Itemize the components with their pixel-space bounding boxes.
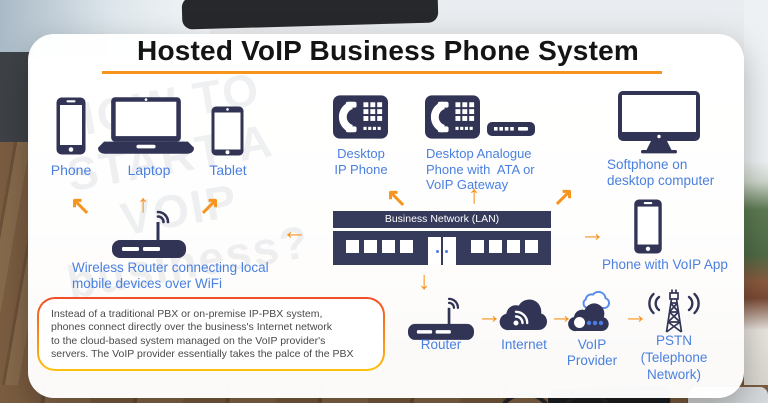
business-network-label: Business Network (LAN) — [333, 211, 551, 228]
building-window — [507, 240, 520, 253]
laptop-label: Laptop — [127, 162, 171, 178]
building-window — [471, 240, 484, 253]
building-window — [346, 240, 359, 253]
building-body — [333, 231, 551, 265]
softphone-label: Softphone on desktop computer — [607, 157, 715, 189]
building-door — [428, 237, 441, 265]
arrow-up-right-icon: ↗ — [553, 183, 574, 211]
page-title: Hosted VoIP Business Phone System — [137, 35, 639, 66]
wood-desk-left-photo — [0, 142, 30, 403]
tablet-icon — [211, 106, 244, 156]
pstn-tower-icon — [648, 289, 700, 333]
pstn-label: PSTN (Telephone Network) — [640, 333, 708, 382]
building-window — [382, 240, 395, 253]
building-window — [489, 240, 502, 253]
internet-cloud-icon — [499, 299, 548, 331]
building-window — [400, 240, 413, 253]
ata-gateway-icon — [487, 122, 535, 136]
wireless-router-label: Wireless Router connecting local mobile … — [72, 260, 269, 292]
arrow-right-icon: → — [477, 301, 502, 329]
arrow-up-icon: ↑ — [137, 190, 150, 218]
router-icon — [408, 297, 474, 340]
arrow-up-left-icon: ↖ — [386, 184, 407, 212]
note-box: Instead of a traditional PBX or on-premi… — [37, 297, 385, 371]
laptop-icon — [98, 97, 194, 154]
voip-provider-cloud-icon — [566, 289, 618, 335]
building-window — [525, 240, 538, 253]
note-text: Instead of a traditional PBX or on-premi… — [39, 299, 383, 369]
desktop-computer-icon — [618, 91, 700, 154]
arrow-up-right-icon: ↗ — [199, 192, 220, 220]
arrow-up-left-icon: ↖ — [70, 192, 91, 220]
voip-provider-label: VoIP Provider — [566, 337, 618, 369]
arrow-right-icon: → — [580, 219, 605, 247]
voip-app-phone-icon — [634, 199, 662, 254]
router-label: Router — [420, 337, 462, 352]
arrow-right-icon: → — [623, 301, 648, 329]
analogue-phone-icon — [425, 95, 480, 139]
building-window — [364, 240, 377, 253]
desk-phone-icon — [333, 95, 388, 139]
desktop-ip-phone-label: Desktop IP Phone — [334, 146, 388, 177]
plant-photo — [744, 0, 768, 403]
laptop-side-photo — [0, 52, 30, 148]
business-network-building: Business Network (LAN) — [333, 211, 551, 265]
smartphone-icon — [56, 97, 86, 155]
building-door — [443, 237, 456, 265]
arrow-left-icon: ← — [282, 217, 307, 245]
wireless-router-icon — [112, 210, 186, 258]
door-knob — [436, 250, 439, 253]
arrow-down-icon: ↓ — [418, 267, 431, 295]
phone-label: Phone — [50, 162, 92, 178]
arrow-up-icon: ↑ — [468, 181, 481, 209]
phone-voip-app-label: Phone with VoIP App — [602, 257, 728, 272]
analogue-phone-label: Desktop Analogue Phone with ATA or VoIP … — [426, 146, 535, 193]
title-underline — [102, 71, 662, 74]
tablet-label: Tablet — [209, 162, 247, 178]
door-knob — [445, 250, 448, 253]
internet-label: Internet — [501, 337, 547, 352]
